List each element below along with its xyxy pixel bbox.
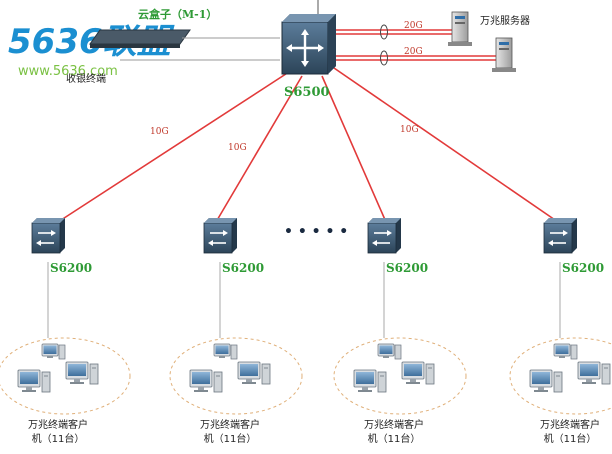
client-pc-icon [377,343,402,360]
uplink-label-c: 10G [400,125,419,135]
client-group-caption-line2: 机（11台） [544,432,597,445]
client-group-caption-line1: 万兆终端客户 [540,418,600,431]
access-layer: S6200万兆终端客户机（11台）S6200万兆终端客户机（11台）S6200万… [0,218,612,445]
access-switch-label: S6200 [562,261,604,275]
client-group-caption-line2: 机（11台） [204,432,257,445]
client-pc-icon [401,361,435,385]
link-bundle-icon [380,50,388,66]
server-links [336,24,496,66]
server-link-label-2: 20G [404,47,423,57]
client-pc-icon [189,369,223,393]
server-icon [448,11,472,46]
client-pc-icon [353,369,387,393]
access-switch-icon [543,218,577,254]
link-bundle-icon [380,24,388,40]
client-pc-icon [17,369,51,393]
client-group-boundary [333,337,467,415]
access-switch-label: S6200 [386,261,428,275]
client-pc-icon [577,361,611,385]
server-link-label-1: 20G [404,21,423,31]
server-label: 万兆服务器 [480,14,530,27]
client-pc-icon [41,343,66,360]
uplink-label-a: 10G [150,127,169,137]
access-switch-icon [367,218,401,254]
core-switch-label: S6500 [284,85,330,100]
cloud-box-label: 云盒子（M-1） [138,7,217,21]
client-group-caption-line2: 机（11台） [32,432,85,445]
client-group-caption-line2: 机（11台） [368,432,421,445]
client-group-caption-line1: 万兆终端客户 [28,418,88,431]
client-pc-icon [213,343,238,360]
cloud-box-device [89,29,191,48]
access-switch-icon [203,218,237,254]
more-switches-ellipsis: • • • • • [284,224,348,240]
client-pc-icon [65,361,99,385]
client-group-boundary [0,337,131,415]
client-pc-icon [529,369,563,393]
uplink-label-b: 10G [228,143,247,153]
core-switch-icon [281,14,336,75]
access-switch-icon [31,218,65,254]
server-icon [492,37,516,72]
access-switch-label: S6200 [50,261,92,275]
client-group-caption-line1: 万兆终端客户 [364,418,424,431]
access-switch-label: S6200 [222,261,264,275]
client-pc-icon [237,361,271,385]
logo-url: www.5636.com [18,64,118,79]
client-group-boundary [169,337,303,415]
cashier-label: 收银终端 [66,72,106,85]
client-group-caption-line1: 万兆终端客户 [200,418,260,431]
uplinks [57,67,559,223]
client-pc-icon [553,343,578,360]
